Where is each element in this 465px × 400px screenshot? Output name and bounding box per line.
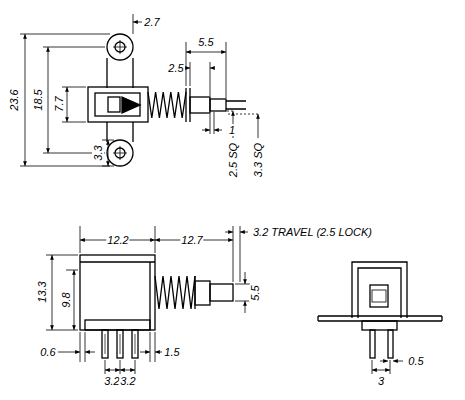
spring-coil [148, 92, 186, 118]
dimension-label: 2.5 [167, 62, 184, 74]
spring-coil [155, 276, 195, 309]
dimension-label: 1.5 [163, 346, 180, 358]
dimension-label: 1 [228, 124, 236, 136]
dimension-label: 3.3 SQ [252, 142, 264, 178]
dimension-label: 12.7 [180, 234, 203, 246]
dimension-label: 5.5 [249, 284, 261, 301]
dimension-label: 3.2 TRAVEL (2.5 LOCK) [252, 226, 373, 238]
dimension-label: 9.8 [60, 291, 72, 308]
dimension-label: 0.5 [407, 355, 424, 367]
front-view [80, 255, 233, 358]
side-view [318, 262, 442, 358]
front-dimensions [46, 226, 250, 374]
side-dimensions [372, 360, 403, 374]
dimension-label: 12.2 [106, 234, 129, 246]
top-view [88, 34, 246, 166]
dimension-label: 3.2 [103, 375, 120, 387]
dimension-label: 18.5 [32, 88, 44, 111]
dimension-label: 13.3 [36, 280, 48, 303]
top-dimensions [20, 14, 258, 166]
dimension-label: 23.6 [8, 88, 20, 111]
dimension-label: 2.7 [143, 16, 160, 28]
dimension-label: 3.3 [92, 144, 104, 161]
dimension-label: 0.6 [39, 346, 56, 358]
dimension-label: 7.7 [53, 95, 65, 112]
dimension-label: 3.2 [119, 375, 136, 387]
dimension-label: 5.5 [197, 36, 214, 48]
dimension-label: 3 [377, 375, 385, 387]
dimension-label: 2.5 SQ [227, 142, 239, 178]
